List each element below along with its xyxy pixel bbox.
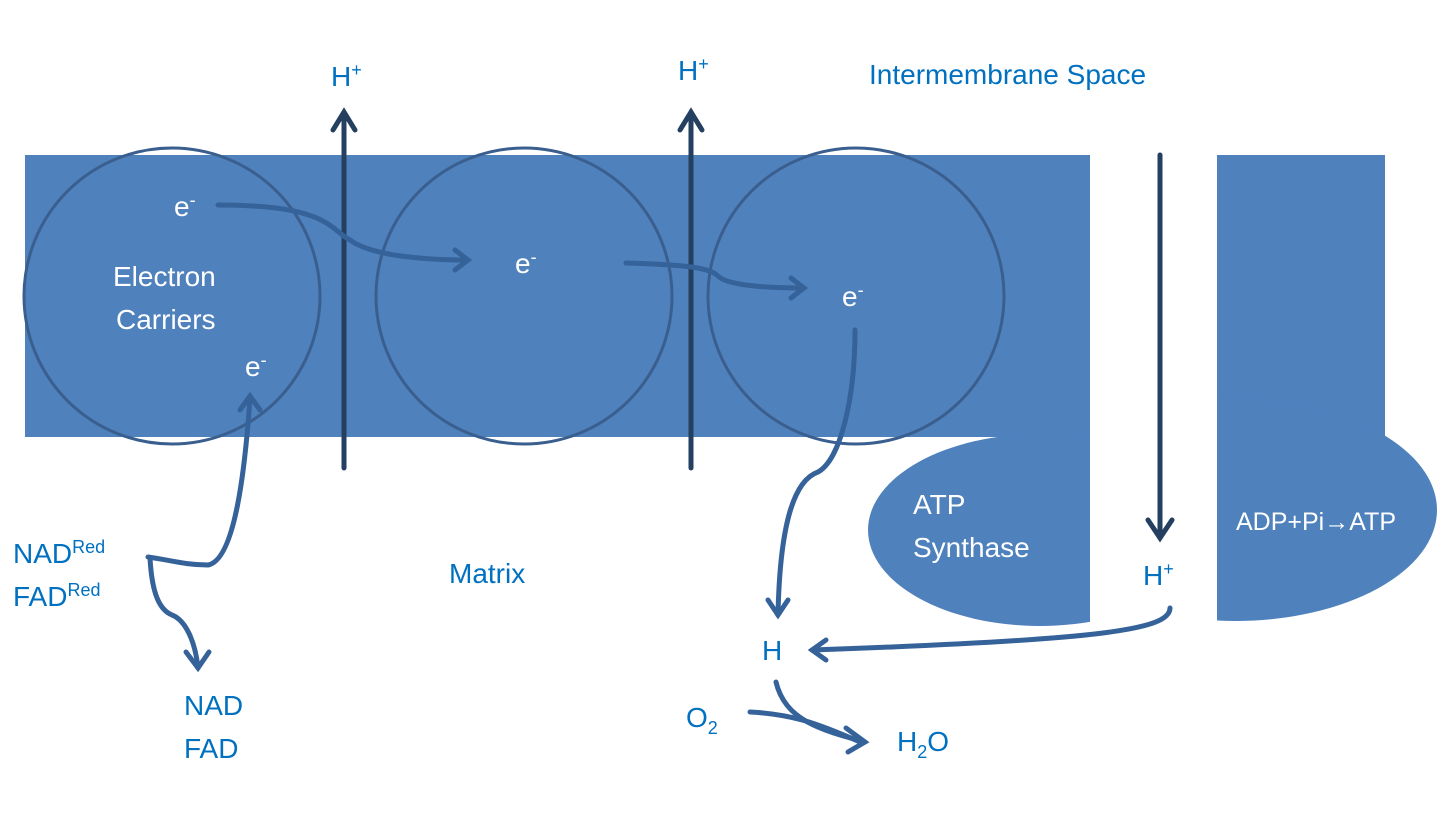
- atp-synthase-left-lobe: [868, 434, 1090, 626]
- proton-pump-arrow-1: [330, 107, 358, 471]
- proton-label-1: H+: [331, 60, 362, 92]
- oxygen-label: O2: [686, 702, 718, 738]
- electron-carrier-1: [22, 146, 322, 446]
- atp-synthase-label-1: ATP: [913, 489, 965, 520]
- inner-membrane: [25, 155, 1090, 437]
- electron-carrier-2: [374, 146, 674, 446]
- matrix-label: Matrix: [449, 558, 525, 589]
- nad-label: NAD: [184, 690, 243, 721]
- electron-carrier-3: [706, 146, 1006, 446]
- atp-synthase-channel-right: [1217, 155, 1385, 445]
- electron-label-1: e-: [174, 190, 196, 222]
- fad-red-label: FADRed: [13, 580, 101, 612]
- water-label: H2O: [897, 726, 949, 762]
- hydrogen-label: H: [762, 635, 782, 666]
- atp-reaction-label: ADP+Pi→ATP: [1236, 508, 1396, 536]
- electron-label-2: e-: [515, 247, 537, 279]
- proton-label-3: H+: [1143, 559, 1174, 591]
- intermembrane-space-label: Intermembrane Space: [869, 59, 1146, 90]
- fad-label: FAD: [184, 733, 238, 764]
- electron-label-3: e-: [842, 280, 864, 312]
- electron-carriers-label-2: Carriers: [116, 304, 216, 335]
- electron-carriers-label-1: Electron: [113, 261, 216, 292]
- atp-synthase-label-2: Synthase: [913, 532, 1030, 563]
- nad-red-label: NADRed: [13, 537, 105, 569]
- electron-label-4: e-: [245, 350, 267, 382]
- proton-return-arrow: [1145, 152, 1175, 543]
- atp-synthase-right-lobe: [1217, 399, 1437, 621]
- proton-label-2: H+: [678, 54, 709, 86]
- proton-pump-arrow-2: [677, 107, 705, 471]
- electron-flow-arrows: [145, 202, 1173, 755]
